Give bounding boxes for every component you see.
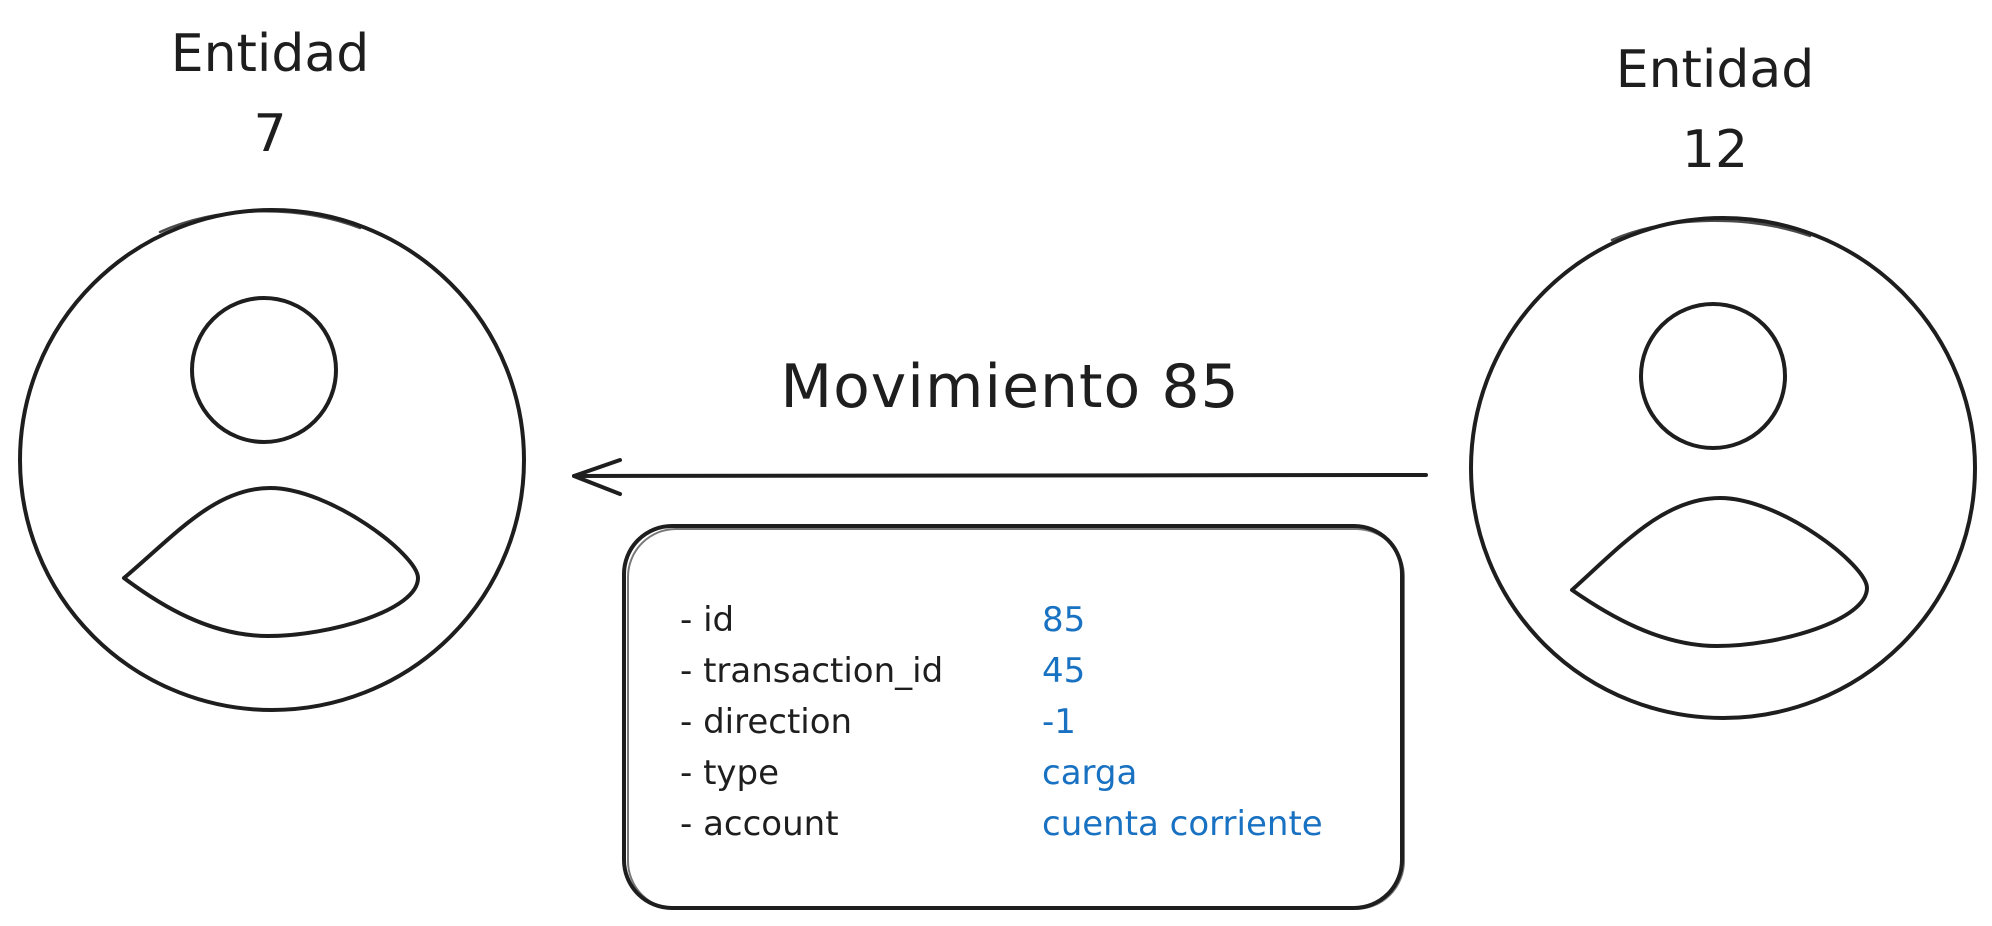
entity-left-body xyxy=(122,486,420,638)
field-row-transaction-id: - transaction_id 45 xyxy=(680,645,1323,696)
field-key: - account xyxy=(680,803,839,844)
entity-right-number: 12 xyxy=(1681,120,1749,180)
entity-right-label: Entidad xyxy=(1615,40,1815,100)
arrow-shaft xyxy=(572,473,1428,478)
field-row-account: - account cuenta corriente xyxy=(680,798,1323,849)
field-value: 45 xyxy=(1042,650,1086,691)
entity-left-head xyxy=(190,296,338,444)
field-key: - direction xyxy=(680,701,853,742)
entity-left-label: Entidad xyxy=(170,24,370,84)
entity-right-body xyxy=(1570,496,1869,648)
movement-label: Movimiento 85 xyxy=(780,352,1240,422)
entity-right-title: Entidad 12 xyxy=(1565,30,1865,190)
field-row-id: - id 85 xyxy=(680,594,1323,645)
field-value: cuenta corriente xyxy=(1042,803,1323,844)
field-row-type: - type carga xyxy=(680,747,1323,798)
entity-right-circle xyxy=(1469,216,1977,720)
arrow-head xyxy=(572,458,622,496)
entity-left-user-icon xyxy=(18,208,526,712)
field-value: -1 xyxy=(1042,701,1076,742)
entity-right-head xyxy=(1639,302,1787,450)
movement-fields: - id 85 - transaction_id 45 - direction … xyxy=(680,594,1323,849)
field-key: - type xyxy=(680,752,780,793)
arrow-left-icon xyxy=(572,458,1428,496)
entity-left-number: 7 xyxy=(253,104,287,164)
entity-right-user-icon xyxy=(1469,216,1977,720)
field-key: - id xyxy=(680,599,735,640)
entity-left-title: Entidad 7 xyxy=(120,14,420,174)
entity-left-circle xyxy=(18,208,526,712)
field-key: - transaction_id xyxy=(680,650,944,691)
field-row-direction: - direction -1 xyxy=(680,696,1323,747)
field-value: carga xyxy=(1042,752,1138,793)
field-value: 85 xyxy=(1042,599,1086,640)
